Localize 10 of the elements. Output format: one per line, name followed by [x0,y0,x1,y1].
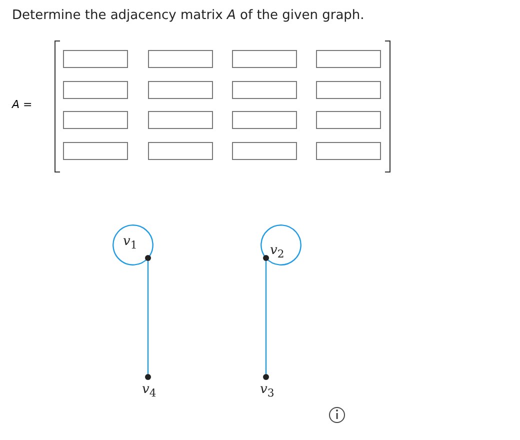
graph-vertex: v$_{1}$ [123,234,151,261]
graph-vertex: v$_{4}$ [142,374,158,400]
graph-vertex: v$_{2}$ [263,243,286,261]
graph-vertex: v$_{3}$ [260,374,276,400]
graph-edge [265,261,267,374]
loop-edge [112,224,154,266]
loop-edge [260,224,302,266]
question-text: Determine the adjacency matrix A of the given graph. [12,8,364,23]
matrix-label: A = [12,98,32,111]
graph-edge [147,261,149,374]
